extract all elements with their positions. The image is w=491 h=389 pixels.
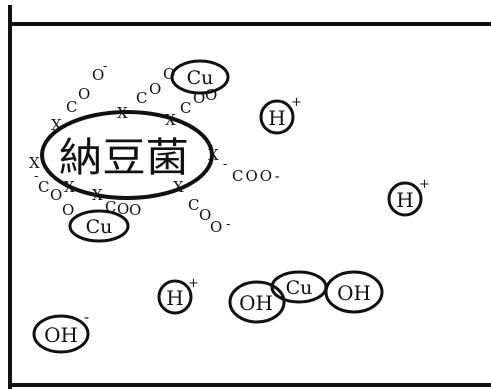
hydrogen-ion-label: H	[396, 188, 413, 212]
x-linker: X	[51, 116, 62, 134]
carboxylate: COO-	[232, 167, 282, 185]
copper-ion-label: Cu	[86, 216, 113, 238]
plus-charge: +	[419, 177, 430, 192]
natto-bacterium-label: 納豆菌	[59, 135, 189, 181]
hydroxide-ion-label: OH	[239, 291, 273, 315]
copper-ion-label: Cu	[187, 67, 214, 89]
x-linker: X	[92, 186, 103, 204]
hydroxide-ion: OH -	[32, 308, 90, 354]
hydrogen-ion-label: H	[268, 106, 285, 130]
oxygen: O	[78, 85, 90, 103]
hydrogen-ion: H +	[157, 276, 199, 315]
bond-dash: -	[223, 157, 227, 172]
hydrogen-ion: H +	[387, 177, 430, 217]
copper-ion-bound-top: Cu	[170, 59, 230, 95]
hydrogen-ion-outline	[259, 99, 295, 135]
minus-charge: -	[103, 59, 107, 74]
plus-charge: +	[291, 95, 302, 110]
carbon: C	[188, 196, 199, 214]
natto-bacterium-cell	[40, 110, 214, 200]
hydroxide-ion-outline	[228, 280, 286, 324]
copper-ion-outline	[68, 209, 130, 243]
hydroxide-ion-label: OH	[44, 323, 78, 347]
hydrogen-ion-outline	[387, 181, 423, 217]
oxygen: O	[117, 200, 129, 218]
oxygen: O	[210, 218, 222, 236]
hydrogen-ion: H +	[259, 95, 302, 135]
minus-charge: -	[84, 308, 89, 326]
copper-ion-free: Cu	[270, 270, 328, 304]
carbon: C	[180, 99, 191, 117]
x-linker: X	[29, 154, 40, 172]
oxygen: O	[149, 80, 161, 98]
carbon: C	[38, 178, 49, 196]
copper-ion-bound-bottom: Cu	[68, 209, 130, 243]
x-linker: X	[117, 104, 128, 122]
hydroxide-ion-outline	[32, 314, 90, 354]
minus-charge: -	[226, 217, 230, 232]
copper-ion-label: Cu	[286, 277, 313, 299]
oxygen: O	[129, 201, 141, 219]
x-linker: X	[165, 111, 176, 129]
x-linker: X	[64, 178, 75, 196]
oxygen: O	[50, 186, 62, 204]
carbon: C	[105, 198, 116, 216]
carbon: C	[66, 98, 77, 116]
oxygen: O	[62, 201, 74, 219]
hydroxide-ion-label: OH	[337, 281, 371, 305]
oxygen: O	[92, 66, 104, 84]
hydroxide-ion: OH	[228, 280, 286, 324]
hydrogen-ion-label: H	[166, 286, 183, 310]
hydroxide-ion: OH	[324, 270, 384, 314]
hydroxide-ion-outline	[324, 270, 384, 314]
bond-dash: -	[34, 169, 38, 184]
hydrogen-ion-outline	[157, 279, 193, 315]
x-linker: X	[208, 146, 219, 164]
plus-charge: +	[188, 276, 199, 291]
carbon: C	[136, 89, 147, 107]
x-linker: X	[173, 178, 184, 196]
oxygen: O	[199, 206, 211, 224]
copper-ion-outline	[170, 59, 230, 95]
